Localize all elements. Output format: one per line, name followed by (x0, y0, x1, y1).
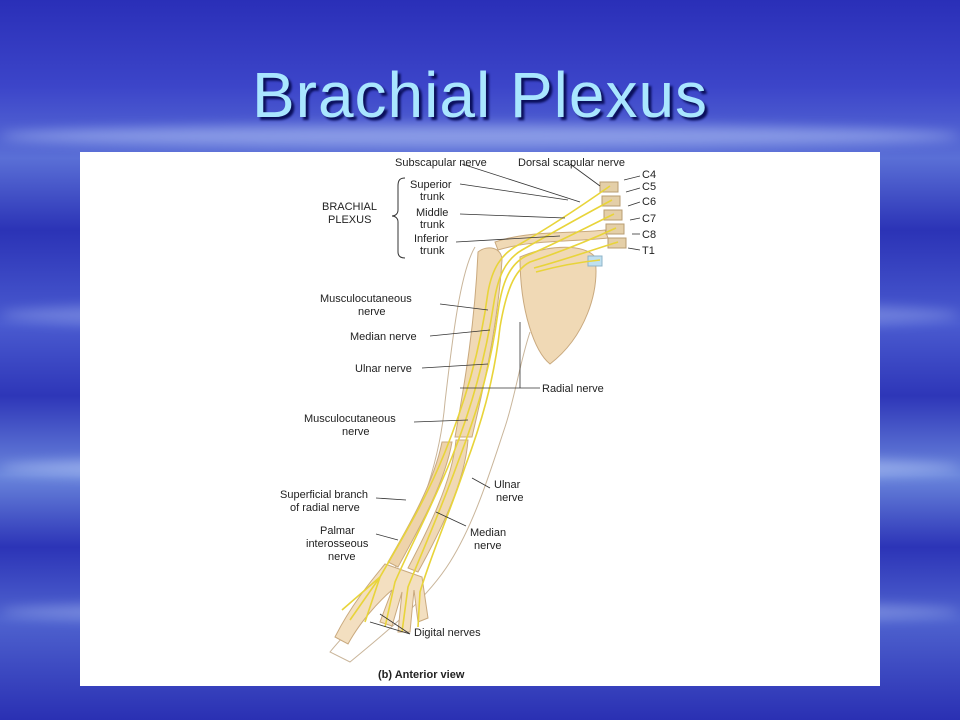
scapula (519, 246, 597, 365)
plexus-group-label: PLEXUS (328, 214, 371, 226)
arm-outline (329, 246, 531, 663)
diagram-panel: BRACHIAL PLEXUS Subscapular nerve Dorsal… (80, 152, 880, 686)
subscapular-nerve-label: Subscapular nerve (395, 157, 487, 169)
palmar-interosseous-label: Palmar (320, 525, 355, 537)
radial-nerve-label: Radial nerve (542, 383, 604, 395)
middle-trunk-label: trunk (420, 219, 445, 231)
median-nerve-label: Median nerve (350, 331, 417, 343)
musculocutaneous-nerve-label: Musculocutaneous (320, 293, 412, 305)
c8-label: C8 (642, 229, 656, 241)
middle-trunk-label: Middle (416, 207, 448, 219)
brachial-plexus-diagram: BRACHIAL PLEXUS Subscapular nerve Dorsal… (280, 157, 656, 681)
c5-label: C5 (642, 181, 656, 193)
c6-label: C6 (642, 196, 656, 208)
plexus-bracket (391, 177, 406, 259)
ulnar-nerve-lower-label: nerve (496, 492, 524, 504)
palmar-interosseous-label: interosseous (306, 538, 369, 550)
dorsal-scapular-nerve-label: Dorsal scapular nerve (518, 157, 625, 169)
diagram-caption: (b) Anterior view (378, 669, 465, 681)
superior-trunk-label: trunk (420, 191, 445, 203)
c4-label: C4 (642, 169, 656, 181)
slide-title: Brachial Plexus (251, 59, 709, 131)
c7-label: C7 (642, 213, 656, 225)
nerve-paths (341, 185, 619, 633)
musculocutaneous-nerve-lower-label: nerve (342, 426, 370, 438)
superior-trunk-label: Superior (410, 179, 452, 191)
musculocutaneous-nerve-label: nerve (358, 306, 386, 318)
superficial-radial-branch-label: of radial nerve (290, 502, 360, 514)
palmar-interosseous-label: nerve (328, 551, 356, 563)
digital-nerves-label: Digital nerves (414, 627, 481, 639)
inferior-trunk-label: Inferior (414, 233, 449, 245)
median-nerve-lower-label: nerve (474, 540, 502, 552)
median-nerve-lower-label: Median (470, 527, 506, 539)
inferior-trunk-label: trunk (420, 245, 445, 257)
plexus-group-label: BRACHIAL (322, 201, 377, 213)
ulnar-nerve-label: Ulnar nerve (355, 363, 412, 375)
t1-label: T1 (642, 245, 655, 257)
background-streak (0, 125, 960, 147)
leader-lines (369, 163, 641, 635)
superficial-radial-branch-label: Superficial branch (280, 489, 368, 501)
musculocutaneous-nerve-lower-label: Musculocutaneous (304, 413, 396, 425)
ulnar-nerve-lower-label: Ulnar (494, 479, 521, 491)
